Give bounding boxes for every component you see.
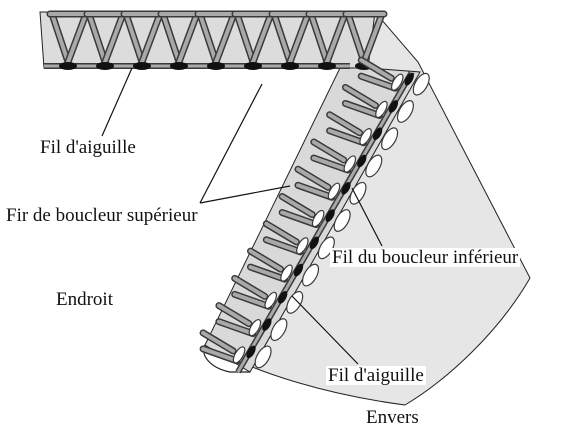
lower-looper-loop [333, 209, 351, 232]
needle-stitch-mark [309, 236, 319, 250]
needle-stitch-mark [325, 209, 335, 222]
needle-stitch-mark [246, 345, 256, 359]
top-loop-left [124, 12, 144, 64]
needle-stitch-mark [133, 62, 151, 70]
top-loop-right [325, 12, 347, 64]
upper-looper-stitch [232, 346, 246, 364]
lower-looper-loop [381, 127, 399, 151]
needle-stitch-mark [388, 100, 399, 113]
upper-looper-stitch [390, 73, 404, 91]
top-loop-right [103, 12, 125, 64]
diag-loop-lower [264, 237, 303, 254]
needle-stitch-mark [278, 291, 288, 304]
diag-loop-upper [216, 303, 251, 326]
top-loop-right [362, 12, 384, 64]
label-needle-thread-bottom: Fil d'aiguille [326, 365, 426, 386]
diag-loop-upper [248, 249, 283, 272]
top-loop-left [198, 12, 218, 64]
top-loop-right [251, 12, 273, 64]
diag-loop-lower [216, 319, 255, 336]
label-wrong-side: Envers [366, 407, 419, 428]
lower-looper-loop [270, 318, 288, 342]
diag-loop-lower [248, 265, 287, 282]
diag-loop-lower [232, 292, 271, 309]
label-lower-looper-thread: Fil du boucleur inférieur [330, 247, 521, 268]
needle-stitch-mark [262, 318, 272, 331]
needle-stitch-mark [207, 62, 225, 70]
diag-loop-upper [359, 58, 394, 81]
needle-stitch-mark [244, 62, 262, 70]
diag-loop-upper [201, 330, 236, 353]
upper-looper-stitch [248, 318, 262, 337]
upper-looper-stitch [280, 264, 293, 282]
diag-loop-upper [295, 167, 330, 190]
needle-stitch-mark [318, 62, 336, 70]
diag-loop-lower [359, 74, 398, 91]
upper-looper-stitch [296, 237, 309, 255]
lower-looper-loop [365, 154, 383, 178]
top-loop-right [177, 12, 199, 64]
label-right-side: Endroit [56, 289, 113, 310]
upper-looper-stitch [343, 155, 357, 173]
upper-looper-stitch [359, 128, 372, 146]
leader-needle-top [101, 67, 133, 137]
label-needle-thread-top: Fil d'aiguille [40, 137, 136, 158]
lower-looper-loop [286, 290, 304, 314]
needle-stitch-mark [404, 72, 414, 86]
needle-stitch-mark [357, 154, 367, 168]
upper-looper-stitch [264, 291, 277, 310]
top-loop-left [346, 12, 366, 64]
top-loop-right [214, 12, 236, 64]
needle-stitch-marks-top [59, 62, 373, 70]
needle-stitch-mark [341, 181, 351, 195]
diag-loop-lower [327, 128, 366, 145]
upper-looper-stitch [375, 100, 388, 119]
diag-loop-lower [295, 183, 334, 200]
diag-loop-upper [311, 140, 346, 162]
diag-loop-lower [343, 101, 382, 118]
diag-loop-upper [264, 221, 299, 244]
leader-needle-bottom [291, 295, 359, 365]
diag-loop-upper [232, 276, 267, 299]
top-loop-left [161, 12, 181, 64]
lower-looper-loop [396, 100, 414, 123]
diag-loop-lower [280, 210, 319, 227]
leader-lower [351, 187, 383, 247]
lower-looper-loop [412, 72, 430, 96]
top-loop-right [66, 12, 88, 64]
lower-looper-loop [254, 345, 272, 369]
needle-and-lower-looper-stitches [232, 72, 430, 369]
leader-upper-b [199, 185, 291, 204]
top-loop-left [50, 12, 70, 64]
needle-stitch-mark [59, 62, 77, 70]
needle-stitch-mark [372, 127, 383, 141]
diag-loop-lower [311, 156, 350, 172]
label-upper-looper-thread: Fir de boucleur supérieur [4, 205, 200, 226]
diag-loop-upper [327, 112, 362, 135]
diag-loop-upper [280, 194, 315, 217]
upper-looper-stitch [311, 209, 325, 228]
needle-stitch-mark [96, 62, 114, 70]
diag-loop-upper [343, 85, 378, 108]
needle-stitch-mark [281, 62, 299, 70]
top-loop-left [87, 12, 107, 64]
upper-looper-stitch [327, 182, 341, 200]
top-loop-left [309, 12, 329, 64]
top-loop-right [288, 12, 310, 64]
lower-looper-loop [301, 263, 320, 287]
top-loop-left [235, 12, 255, 64]
top-loop-left [272, 12, 292, 64]
upper-looper-loops-top [46, 10, 388, 66]
diag-loop-lower [201, 346, 240, 363]
needle-stitch-mark [293, 263, 304, 277]
upper-looper-loops-diagonal [199, 56, 399, 365]
leader-upper-a [199, 83, 263, 204]
needle-stitch-mark [170, 62, 188, 70]
top-loop-right [140, 12, 162, 64]
